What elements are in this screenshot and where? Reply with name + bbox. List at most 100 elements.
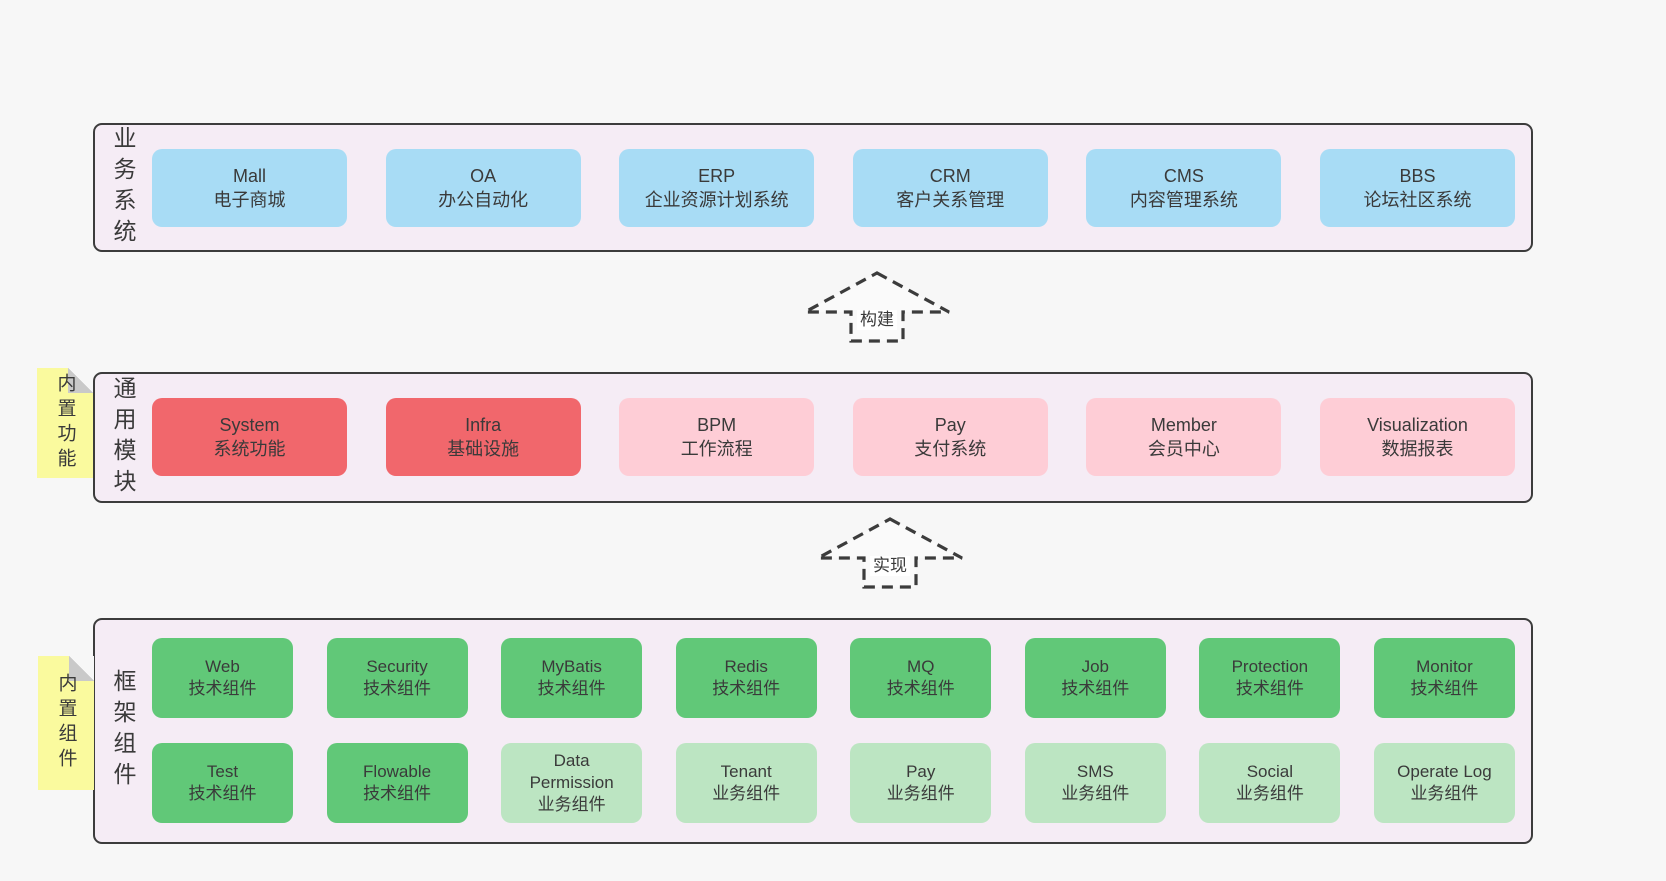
box-subtitle: 数据报表 (1381, 439, 1454, 459)
box-subtitle: 技术组件 (188, 784, 257, 803)
box-title: MyBatis (541, 657, 602, 676)
box-title: MQ (907, 657, 935, 676)
box-title: Tenant (720, 762, 772, 781)
box-title: Flowable (363, 762, 432, 781)
box-title: ERP (698, 166, 736, 186)
box-title: Web (205, 657, 240, 676)
box-title: Operate Log (1397, 762, 1492, 781)
box-bbs: BBS 论坛社区系统 (1319, 149, 1515, 227)
business-systems-container: 业务系统 Mall 电子商城 OA 办公自动化 ERP 企业资源计划系统 CRM… (93, 123, 1533, 252)
box-subtitle: 会员中心 (1147, 439, 1220, 459)
box-social: Social 业务组件 (1199, 743, 1341, 823)
box-title: CMS (1163, 166, 1204, 186)
box-title: Member (1150, 415, 1217, 435)
note-fold-icon (68, 368, 93, 393)
box-pay-component: Pay 业务组件 (850, 743, 992, 823)
box-subtitle: 技术组件 (1235, 679, 1304, 698)
box-monitor: Monitor 技术组件 (1373, 638, 1515, 718)
box-system: System 系统功能 (152, 398, 347, 476)
up-arrow-icon (804, 271, 950, 343)
box-subtitle: 内容管理系统 (1129, 190, 1238, 210)
box-title: Test (206, 762, 239, 781)
box-sms: SMS 业务组件 (1024, 743, 1166, 823)
common-modules-label: 通用模块 (110, 375, 136, 500)
box-erp: ERP 企业资源计划系统 (619, 149, 815, 227)
box-title: Protection (1231, 657, 1309, 676)
framework-components-row-1: Web 技术组件 Security 技术组件 MyBatis 技术组件 Redi… (152, 638, 1515, 718)
box-subtitle: 支付系统 (914, 439, 987, 459)
box-subtitle: 客户关系管理 (896, 190, 1005, 210)
box-subtitle: 技术组件 (1410, 679, 1479, 698)
box-test: Test 技术组件 (152, 743, 293, 823)
framework-components-label: 框架组件 (110, 669, 136, 793)
box-operate-log: Operate Log 业务组件 (1373, 743, 1515, 823)
box-subtitle: 电子商城 (213, 190, 286, 210)
common-modules-row: System 系统功能 Infra 基础设施 BPM 工作流程 Pay 支付系统… (152, 398, 1515, 476)
business-systems-row: Mall 电子商城 OA 办公自动化 ERP 企业资源计划系统 CRM 客户关系… (152, 149, 1515, 227)
box-subtitle: 基础设施 (447, 439, 520, 459)
box-title: Job (1081, 657, 1110, 676)
box-subtitle: 业务组件 (886, 784, 955, 803)
box-subtitle: 技术组件 (712, 679, 781, 698)
box-title: CRM (929, 166, 971, 186)
box-subtitle: 企业资源计划系统 (644, 190, 789, 210)
box-tenant: Tenant 业务组件 (675, 743, 817, 823)
box-title: SMS (1076, 762, 1114, 781)
box-subtitle: 系统功能 (213, 439, 286, 459)
sticky-note-builtin-features: 内置功能 (37, 368, 93, 478)
box-infra: Infra 基础设施 (385, 398, 581, 476)
sticky-note-builtin-components: 内置组件 (38, 656, 94, 790)
box-job: Job 技术组件 (1024, 638, 1166, 718)
box-subtitle: 技术组件 (363, 679, 432, 698)
box-pay-module: Pay 支付系统 (852, 398, 1048, 476)
box-mq: MQ 技术组件 (850, 638, 992, 718)
box-flowable: Flowable 技术组件 (326, 743, 468, 823)
box-subtitle: 技术组件 (363, 784, 432, 803)
framework-components-row-2: Test 技术组件 Flowable 技术组件 Data Permission … (152, 743, 1515, 823)
box-title: System (219, 415, 280, 435)
box-subtitle: 工作流程 (680, 439, 753, 459)
box-mall: Mall 电子商城 (152, 149, 347, 227)
box-subtitle: 技术组件 (537, 679, 606, 698)
framework-components-container: 框架组件 Web 技术组件 Security 技术组件 MyBatis 技术组件… (93, 618, 1533, 844)
box-data-permission: Data Permission 业务组件 (501, 743, 643, 823)
up-arrow-icon (817, 517, 963, 589)
box-title: Monitor (1416, 657, 1473, 676)
box-title: Security (366, 657, 428, 676)
box-subtitle: 办公自动化 (438, 190, 529, 210)
box-title: Mall (232, 166, 266, 186)
box-member: Member 会员中心 (1086, 398, 1282, 476)
box-title: OA (470, 166, 497, 186)
box-title: Pay (906, 762, 936, 781)
box-title: BBS (1399, 166, 1436, 186)
box-title: BPM (697, 415, 737, 435)
common-modules-container: 通用模块 System 系统功能 Infra 基础设施 BPM 工作流程 Pay… (93, 372, 1533, 503)
arrow-implement-label: 实现 (870, 556, 910, 576)
box-cms: CMS 内容管理系统 (1086, 149, 1282, 227)
box-subtitle: 技术组件 (1061, 679, 1130, 698)
box-title: Visualization (1367, 415, 1468, 435)
box-subtitle: 业务组件 (537, 795, 606, 814)
box-subtitle: 技术组件 (188, 679, 257, 698)
arrow-build: 构建 (802, 270, 952, 344)
box-subtitle: 技术组件 (886, 679, 955, 698)
sticky-note-text: 内置功能 (54, 373, 76, 473)
box-oa: OA 办公自动化 (385, 149, 581, 227)
box-subtitle: 论坛社区系统 (1363, 190, 1472, 210)
box-title: Redis (724, 657, 768, 676)
box-protection: Protection 技术组件 (1199, 638, 1341, 718)
box-title: Social (1246, 762, 1294, 781)
arrow-implement: 实现 (815, 516, 965, 590)
box-crm: CRM 客户关系管理 (852, 149, 1048, 227)
box-subtitle: 业务组件 (712, 784, 781, 803)
sticky-note-text: 内置组件 (55, 673, 77, 773)
box-title: Data Permission (529, 751, 614, 792)
box-bpm: BPM 工作流程 (619, 398, 815, 476)
box-security: Security 技术组件 (326, 638, 468, 718)
box-subtitle: 业务组件 (1235, 784, 1304, 803)
box-mybatis: MyBatis 技术组件 (501, 638, 643, 718)
business-systems-label: 业务系统 (110, 125, 136, 250)
box-title: Infra (465, 415, 502, 435)
box-subtitle: 业务组件 (1410, 784, 1479, 803)
